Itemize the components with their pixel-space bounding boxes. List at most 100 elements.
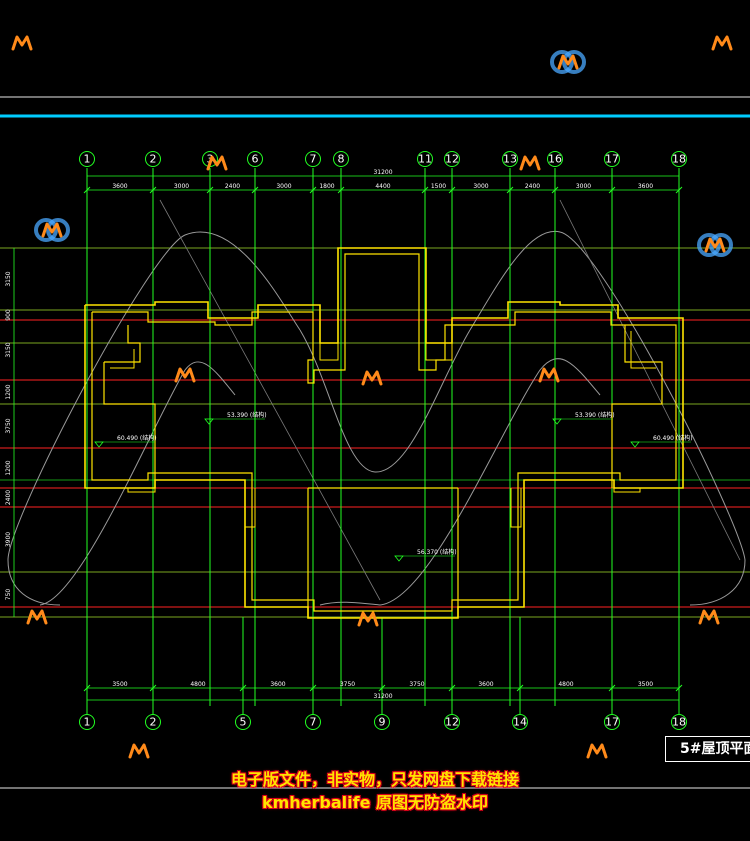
roof-outline-inner: [91, 253, 677, 612]
axis-bubble: [145, 151, 161, 167]
m-logo-icon: [519, 155, 541, 171]
dim-text-bottom: 3600: [478, 681, 493, 688]
decorative-curve: [689, 559, 746, 606]
axis-label-bottom: 5: [240, 716, 247, 729]
axis-label-bottom: 2: [150, 716, 157, 729]
dim-text-bottom: 3600: [270, 681, 285, 688]
axis-label-bottom: 7: [310, 716, 317, 729]
m-logo-icon: [41, 222, 63, 238]
watermark-glow: [46, 218, 70, 242]
elevation-marker: [630, 441, 640, 448]
axis-label-top: 1: [84, 153, 91, 166]
dim-text-top: 3000: [473, 183, 488, 190]
wall-segment: [104, 325, 141, 363]
decorative-curve: [7, 559, 61, 606]
axis-bubble: [374, 714, 390, 730]
axis-bubble: [79, 714, 95, 730]
elevation-label: 60.490 (结构): [653, 434, 693, 442]
watermark-glow: [34, 218, 58, 242]
decorative-curves: [7, 199, 746, 606]
dim-tick: [206, 186, 214, 194]
m-logo-icon: [206, 155, 228, 171]
axis-label-bottom: 1: [84, 716, 91, 729]
axis-bubble: [604, 151, 620, 167]
m-logo-icon: [26, 609, 48, 625]
axis-label-bottom: 17: [605, 716, 619, 729]
dim-tick: [83, 684, 91, 692]
m-logo-icon: [698, 609, 720, 625]
axis-label-top: 12: [445, 153, 459, 166]
axis-bubble: [604, 714, 620, 730]
elevation-label: 53.390 (结构): [227, 411, 267, 419]
axis-label-top: 8: [338, 153, 345, 166]
axis-lines: [79, 151, 687, 730]
axis-label-bottom: 14: [513, 716, 527, 729]
wall-segment: [630, 331, 656, 369]
m-logo-icon: [128, 743, 150, 759]
m-logo-icon: [11, 35, 33, 51]
m-logo-icon: [174, 367, 196, 383]
dim-tick: [608, 186, 616, 194]
banner-line-2: kmherbalife 原图无防盗水印: [261, 793, 489, 812]
dim-text-top: 3600: [638, 183, 653, 190]
axis-bubble: [547, 151, 563, 167]
elevation-marker: [552, 418, 562, 425]
dim-tick: [149, 186, 157, 194]
dim-text-top: 2400: [525, 183, 540, 190]
elevation-label: 56.370 (结构): [417, 548, 457, 556]
axis-bubble: [333, 151, 349, 167]
dim-tick: [337, 186, 345, 194]
elevation-marker: [94, 441, 104, 448]
elevation-label: 53.390 (结构): [575, 411, 615, 419]
axis-bubble: [235, 714, 251, 730]
axis-label-top: 16: [548, 153, 562, 166]
watermark-banner: 电子版文件，非实物，只发网盘下载链接 kmherbalife 原图无防盗水印: [140, 768, 610, 814]
watermarks: [11, 35, 733, 759]
dim-tick: [608, 684, 616, 692]
dim-tick: [448, 684, 456, 692]
dim-text-left: 3750: [5, 418, 12, 433]
watermark-glow: [709, 233, 733, 257]
dim-text-bottom: 4800: [558, 681, 573, 688]
axis-bubble: [671, 714, 687, 730]
m-logo-icon: [586, 743, 608, 759]
wall-segment: [244, 488, 256, 528]
dim-total-bottom: 31200: [373, 693, 392, 700]
decorative-curve: [379, 358, 601, 606]
dim-tick: [251, 186, 259, 194]
wall-segment: [425, 342, 453, 361]
dim-tick: [309, 186, 317, 194]
watermark-glow: [697, 233, 721, 257]
dim-text-top: 3000: [276, 183, 291, 190]
dim-tick: [675, 186, 683, 194]
frame-lines: [0, 96, 750, 789]
dim-tick: [239, 684, 247, 692]
axis-label-bottom: 9: [379, 716, 386, 729]
dim-tick: [378, 684, 386, 692]
decorative-curve: [39, 361, 236, 606]
dim-text-top: 1800: [319, 183, 334, 190]
dim-tick: [551, 186, 559, 194]
dim-text-bottom: 3750: [409, 681, 424, 688]
decorative-curve: [319, 601, 381, 606]
decorative-diagonal: [159, 199, 381, 601]
grid-lines: [0, 247, 750, 618]
roof-outline-outer: [84, 247, 684, 619]
dim-text-left: 2400: [5, 490, 12, 505]
dim-text-top: 2400: [225, 183, 240, 190]
building-outline: [84, 247, 684, 619]
banner-line-1: 电子版文件，非实物，只发网盘下载链接: [230, 770, 519, 789]
dim-tick: [149, 684, 157, 692]
dim-text-bottom: 3500: [112, 681, 127, 688]
dim-text-top: 3600: [112, 183, 127, 190]
dim-tick: [516, 684, 524, 692]
elevation-label: 60.490 (结构): [117, 434, 157, 442]
dim-text-top: 4400: [375, 183, 390, 190]
dim-text-left: 1200: [5, 384, 12, 399]
axis-label-top: 13: [503, 153, 517, 166]
wall-segment: [127, 487, 156, 493]
decorative-curve: [469, 230, 746, 561]
elevation-marker: [204, 418, 214, 425]
